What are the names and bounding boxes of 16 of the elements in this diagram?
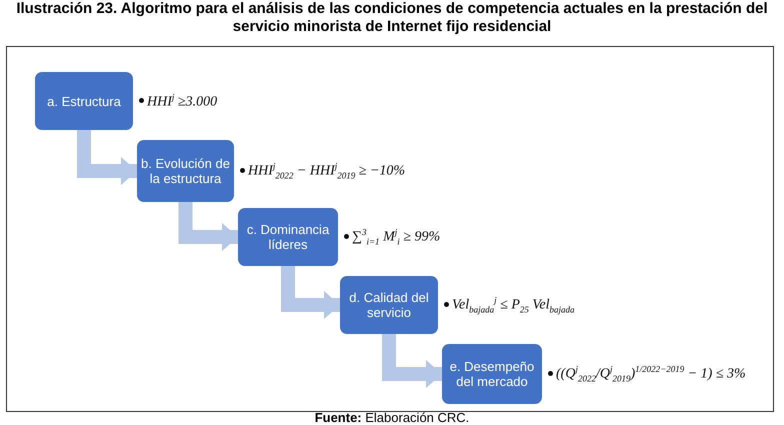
arrow	[178, 202, 238, 251]
step-box: c. Dominancia líderes	[238, 208, 338, 266]
title: Ilustración 23. Algoritmo para el análisis de las condiciones de competencia actuales en la prestación del servicio minorista de Internet fijo residencial	[15, 0, 769, 36]
formula: ((Q$^{j}$$_{2022}$/Q$^{j}$$_{2019}$)$^{1/2022−2019}$ − 1) ≤ 3%	[556, 364, 746, 384]
step-box: d. Calidad del servicio	[340, 276, 438, 334]
arrow	[382, 334, 442, 388]
formula: HHI$^{j}$ ≥3.000	[147, 91, 218, 111]
step-box: e. Desempeño del mercado	[442, 344, 542, 404]
step-box: b. Evolución de la estructura	[137, 140, 234, 202]
arrow	[281, 266, 340, 319]
formula: HHI$^{j}$$_{2022}$ − HHI$^{j}$$_{2019}$ ≥ −10%	[248, 161, 406, 181]
formula: Vel$_{bajada}$$^{j}$ ≤ P$_{25}$ Vel$_{bajada}$	[452, 295, 575, 315]
formula: ∑$^{3}$$_{i=1}$ M$^{j}$$_{i}$ ≥ 99%	[352, 227, 440, 247]
caption: Fuente: Elaboración CRC.	[314, 410, 470, 425]
arrow	[77, 130, 137, 185]
step-box: a. Estructura	[35, 72, 133, 130]
